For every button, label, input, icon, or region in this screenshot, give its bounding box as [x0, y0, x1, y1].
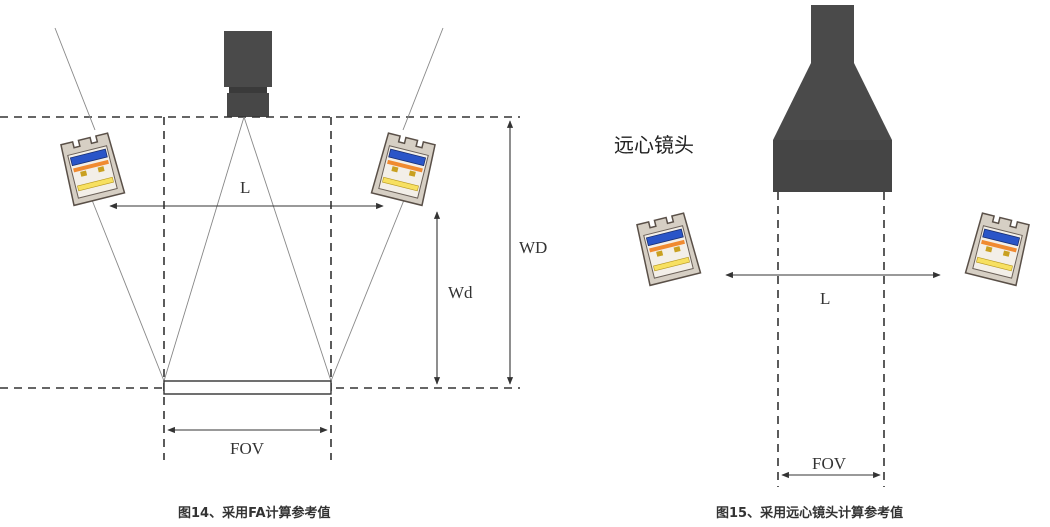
figure-15-caption: 图15、采用远心镜头计算参考值: [716, 505, 903, 521]
inspection-target: [163, 380, 332, 395]
right-diagram-left-light-icon: [634, 211, 702, 287]
right-l-label: L: [820, 289, 830, 308]
right-fov-label: FOV: [812, 454, 847, 473]
l-label: L: [240, 178, 250, 197]
wd-label: WD: [519, 238, 547, 257]
left-light-icon: [58, 131, 126, 207]
right-light-icon: [370, 131, 438, 207]
fa-camera-icon: [224, 31, 272, 117]
wd-small-label: Wd: [448, 283, 473, 302]
telecentric-lens-diagram: 远心镜头 L FOV 图15、采用远心镜头计算参考值: [614, 5, 1032, 521]
fov-label: FOV: [230, 439, 265, 458]
right-diagram-right-light-icon: [964, 211, 1032, 287]
fa-lens-diagram: L WD Wd FOV 图14、采用FA计算参考值: [0, 27, 547, 521]
telecentric-lens-icon: [773, 5, 892, 192]
figure-14-caption: 图14、采用FA计算参考值: [178, 505, 331, 521]
telecentric-lens-label: 远心镜头: [614, 133, 694, 157]
